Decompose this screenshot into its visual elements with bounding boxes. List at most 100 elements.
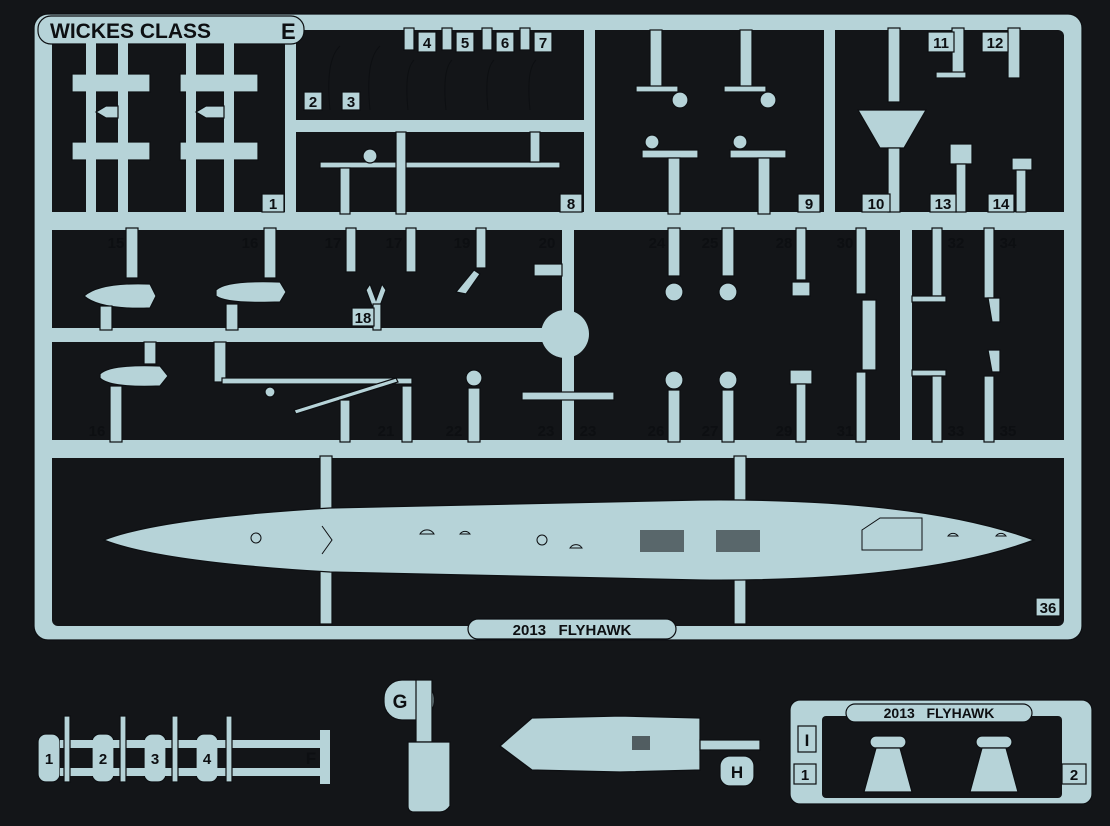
part-8-lamp	[362, 148, 378, 164]
sprue-gate	[213, 341, 227, 383]
runner-v-b	[584, 30, 595, 214]
sprue-gate	[855, 227, 867, 295]
fitting-disc	[644, 134, 660, 150]
deck-hatch	[569, 544, 583, 549]
part-number-15: 15	[108, 235, 125, 252]
part-number-31: 31	[837, 423, 854, 440]
runner-h4	[296, 120, 586, 132]
part-15-whaleboat	[83, 283, 157, 309]
sprue-gate	[1007, 27, 1021, 79]
part-number-27: 27	[702, 423, 719, 440]
label-box	[797, 193, 821, 213]
runner-v-e	[900, 228, 912, 442]
float-link	[194, 105, 225, 119]
deck-grating	[640, 530, 684, 552]
sprue-i-part-2-mount	[969, 747, 1019, 793]
part-number-17-a: 17	[325, 235, 342, 252]
float-runner	[118, 42, 128, 214]
sprue-f-post	[119, 715, 127, 783]
sprue-gate	[1015, 169, 1027, 213]
part-16-motorboat	[99, 365, 169, 387]
label-box	[927, 31, 955, 53]
sprue-i-part-number-1: 1	[801, 767, 809, 784]
sprue-gate	[143, 341, 157, 365]
sprue-f-runner-bottom	[60, 768, 330, 776]
sprue-e-title-plaque	[37, 15, 305, 45]
fitting-arm	[729, 149, 787, 159]
sprue-i-letter: I	[805, 731, 810, 750]
part-33-rail	[911, 369, 947, 377]
sprue-g: G	[383, 679, 451, 813]
float-link	[94, 105, 119, 119]
label-box	[533, 31, 553, 53]
sprue-e-footer: 2013 FLYHAWK	[513, 622, 632, 639]
sprue-f: 1 2 3 4 F	[37, 715, 330, 784]
sprue-e-footer-plaque	[467, 618, 677, 640]
sprue-gate	[795, 383, 807, 443]
davit	[486, 59, 495, 111]
sprue-g-part	[407, 741, 451, 813]
label-box	[351, 307, 375, 327]
sprue-f-runner-top	[60, 740, 330, 748]
deck-hatch	[995, 532, 1007, 537]
part-number-3: 3	[347, 94, 355, 111]
part-8-yard	[319, 161, 561, 169]
sprue-f-post	[63, 715, 71, 783]
part-20-piece	[533, 263, 563, 277]
part-16-motorboat	[215, 281, 287, 303]
sprue-gate	[345, 227, 357, 273]
part-19-arm	[454, 269, 481, 295]
float-runner	[86, 42, 96, 214]
sprue-gate	[319, 455, 333, 511]
label-box	[341, 91, 361, 111]
davit	[368, 45, 381, 111]
sprue-gate	[99, 305, 113, 331]
part-number-18: 18	[355, 310, 372, 327]
sprue-e: WICKES CLASS E 1	[33, 13, 1083, 641]
sprue-gate	[519, 27, 531, 51]
sprue-gate	[983, 375, 995, 443]
label-box	[987, 193, 1015, 213]
part-number-21: 21	[378, 423, 395, 440]
part-number-9: 9	[805, 196, 813, 213]
sprue-gate	[481, 27, 493, 51]
sprue-h-hatch	[632, 736, 650, 750]
label-box	[261, 193, 285, 213]
sprue-f-part-number-2: 2	[99, 751, 107, 768]
part-29-block	[789, 369, 813, 385]
sprue-f-part-number-4: 4	[203, 751, 212, 768]
sprue-gate	[403, 27, 415, 51]
sprue-gate	[733, 455, 747, 503]
sprue-h-runner	[699, 739, 761, 751]
sprue-f-part-1	[37, 733, 61, 783]
sprue-f-post	[225, 715, 233, 783]
part-number-4: 4	[423, 35, 432, 52]
deck-hatch	[459, 530, 471, 535]
runner-v-a	[285, 30, 296, 214]
fitting-arm	[635, 85, 679, 93]
part-number-7: 7	[539, 35, 547, 52]
runner-h2	[52, 440, 1064, 458]
sprue-gate	[441, 27, 453, 51]
sprue-h-deck-part	[499, 715, 701, 773]
sprue-gate	[667, 157, 681, 215]
label-box	[929, 193, 957, 213]
sprue-gate	[405, 227, 417, 273]
fitting-arm	[641, 149, 699, 159]
sprue-gate	[475, 227, 487, 269]
sprue-gate	[339, 167, 351, 215]
fitting-arm	[723, 85, 767, 93]
sprue-gate	[887, 147, 901, 213]
sprue-gate	[931, 375, 943, 443]
sprue-gate	[319, 569, 333, 625]
sprue-gate	[757, 157, 771, 215]
part-36-main-deck	[102, 499, 1036, 581]
part-number-28: 28	[776, 235, 793, 252]
part-14-block	[1011, 157, 1033, 171]
deck-house-outline	[861, 517, 923, 551]
deck-hatch	[947, 532, 959, 537]
part-number-26: 26	[648, 423, 665, 440]
sprue-gate	[339, 399, 351, 443]
sprue-gate	[739, 29, 753, 89]
part-21-rod	[221, 377, 413, 385]
